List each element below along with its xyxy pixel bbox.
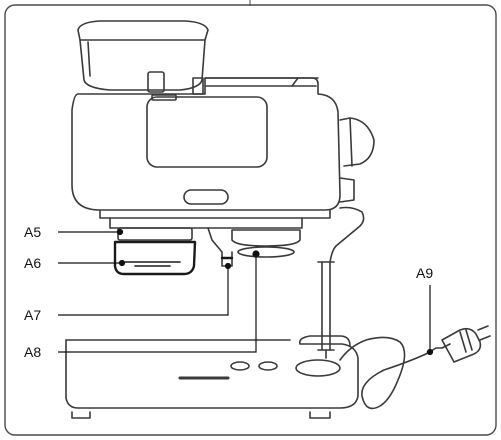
- callout-a9: A9: [416, 265, 434, 281]
- callout-a6: A6: [24, 255, 42, 271]
- display-tab: [151, 94, 177, 101]
- leader-a8: [58, 254, 257, 353]
- callout-a5: A5: [24, 224, 42, 240]
- machine-body: [71, 77, 341, 211]
- leader-a5-dot: [116, 228, 124, 236]
- callout-a8: A8: [24, 344, 42, 360]
- leader-a9-dot: [426, 348, 434, 356]
- power-cord: [339, 336, 451, 410]
- diagram-frame: [4, 4, 497, 436]
- grinder-cradle: [113, 227, 197, 276]
- control-display: [146, 96, 268, 168]
- grind-indicator: [183, 189, 229, 205]
- brew-head: [109, 217, 303, 229]
- group-head-band: [99, 209, 331, 219]
- leader-a7: [58, 268, 229, 316]
- callout-a7: A7: [24, 307, 42, 323]
- steam-dial: [339, 117, 375, 203]
- bean-hopper: [77, 20, 209, 93]
- grind-outlet: [207, 227, 234, 267]
- leader-a7-dot: [224, 262, 232, 270]
- group-head: [231, 229, 301, 258]
- drip-tray: [65, 335, 359, 419]
- leader-a6-dot: [118, 259, 126, 267]
- power-plug: [441, 325, 491, 363]
- leader-a8-dot: [252, 250, 260, 258]
